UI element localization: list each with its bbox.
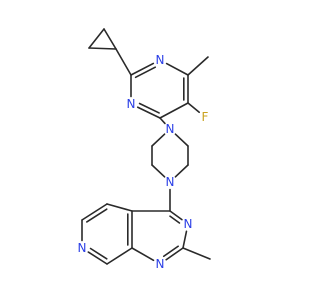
atom-label-n: N [127, 97, 136, 111]
bond-q_c2-me2 [182, 247, 211, 260]
atom-q_n3: N [182, 217, 194, 231]
bond-layer [81, 28, 211, 265]
bond-q_c5-q_c6-inner [85, 208, 108, 223]
bond-pz_c6-pz_n1 [174, 133, 189, 147]
bond-q_c2-q_n1-inner [162, 245, 179, 258]
bond-q_c8-q_c8a [106, 247, 133, 265]
atom-pz_n4: N [164, 175, 176, 189]
atom-label-f: F [202, 110, 209, 124]
atom-background [164, 176, 176, 188]
bond-q_n7-q_c8 [87, 251, 108, 265]
bond-cp1-cp2 [103, 28, 117, 50]
atom-background [199, 111, 211, 123]
atom-label-n: N [78, 241, 87, 255]
bond-p_c6-me1 [187, 56, 209, 76]
atom-background [76, 242, 88, 254]
bond-q_n3-q_c2 [182, 230, 188, 249]
atom-label-layer: N F N N N N N N [76, 53, 211, 271]
bond-q_n7-q_c8-inner [89, 247, 108, 260]
atom-background [125, 98, 137, 110]
bond-q_c4a-q_c5 [106, 203, 133, 212]
atom-label-n: N [156, 53, 165, 67]
atom-p_n3: N [125, 97, 137, 111]
atom-label-n: N [184, 217, 193, 231]
bond-q_c5-q_c6 [81, 203, 108, 221]
bond-p_c5-p_c4 [159, 102, 189, 119]
atom-label-n: N [166, 122, 175, 136]
atom-label-n: N [166, 175, 175, 189]
bond-p_n1-p_c6 [165, 62, 189, 76]
atom-background [182, 218, 194, 230]
atom-background [164, 123, 176, 135]
bond-pz_n1-pz_c2 [151, 133, 166, 147]
atom-f1: F [199, 110, 211, 124]
atom-background [154, 258, 166, 270]
bond-p_c4-pz_n1 [159, 117, 166, 125]
bond-q_n1-q_c8a [131, 247, 155, 262]
bond-q_c2-q_n1 [165, 247, 184, 261]
atom-pz_n1: N [164, 122, 176, 136]
atom-q_n1: N [154, 257, 166, 271]
molecule-structure: N F N N N N N N [76, 28, 211, 271]
bond-p_c2-p_n1 [130, 62, 155, 76]
bond-pz_c3-pz_n4 [151, 164, 166, 178]
bond-p_c5-f1 [187, 102, 201, 114]
atom-p_n1: N [154, 53, 166, 67]
atom-label-n: N [156, 257, 165, 271]
bond-cp2-cp3 [88, 28, 105, 49]
bond-p_c4-p_n3-inner [138, 102, 160, 114]
bond-pz_n4-pz_c5 [174, 164, 189, 178]
bond-cp1-p_c2 [115, 48, 132, 76]
bond-p_c2-p_n1-inner [134, 66, 157, 79]
atom-background [154, 54, 166, 66]
bond-cp3-cp1 [88, 47, 117, 50]
bond-q_c4-q_n3-inner [169, 215, 181, 224]
bond-p_c4-p_n3 [136, 106, 161, 119]
bond-q_c4-q_n3 [169, 210, 183, 221]
atom-q_n7: N [76, 241, 88, 255]
